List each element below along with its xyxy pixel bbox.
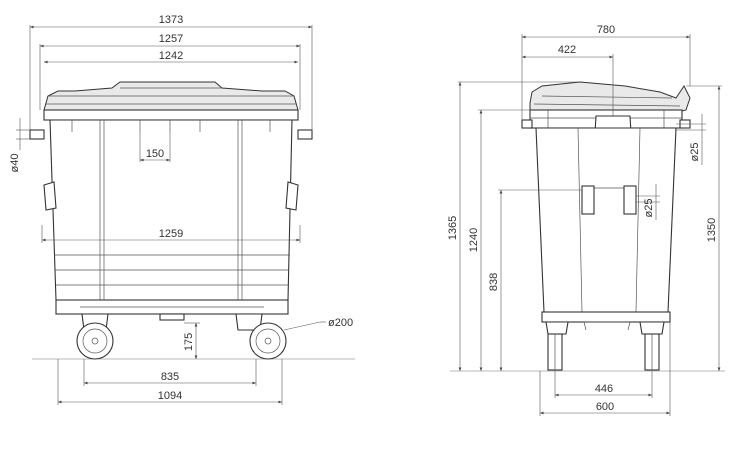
side-right-caster	[639, 321, 665, 371]
front-right-handle	[285, 181, 299, 211]
dim-side-446: 446	[595, 383, 613, 395]
front-left-handle	[43, 181, 57, 211]
dim-front-1242: 1242	[159, 50, 183, 62]
dim-side-1350: 1350	[706, 218, 718, 242]
dim-front-175: 175	[183, 333, 195, 351]
dim-front-1259: 1259	[159, 228, 183, 240]
dim-side-600: 600	[596, 401, 614, 413]
dim-side-dia-25-lower: ø25	[643, 199, 655, 218]
dim-front-dia-40: ø40	[9, 154, 21, 173]
front-drain	[159, 313, 185, 321]
front-rim	[43, 109, 299, 121]
front-right-pin	[297, 129, 313, 140]
dim-front-dia-200: ø200	[328, 317, 353, 329]
front-left-wheel	[76, 322, 114, 360]
dim-side-dia-25-upper: ø25	[689, 143, 701, 162]
front-view: 1373 1257 1242 150 1259 ø40 175 ø200	[9, 14, 355, 405]
dim-side-422: 422	[558, 44, 576, 56]
dim-front-1373: 1373	[159, 14, 183, 26]
dim-side-838: 838	[488, 273, 500, 291]
dim-front-150: 150	[146, 148, 164, 160]
dim-front-835: 835	[161, 371, 179, 383]
side-left-caster	[545, 321, 569, 371]
side-handle-left	[581, 185, 595, 215]
dim-side-1365: 1365	[447, 216, 459, 240]
side-left-pin	[521, 119, 533, 129]
front-left-pin	[29, 129, 45, 140]
front-body	[49, 119, 293, 301]
dim-side-780: 780	[597, 24, 615, 36]
dim-side-1240: 1240	[468, 228, 480, 252]
dim-front-1094: 1094	[158, 390, 182, 402]
front-right-wheel	[249, 322, 287, 360]
dim-front-1257: 1257	[159, 33, 183, 45]
side-base	[541, 311, 671, 323]
side-view: 780 422 1365 1240 838 1350 ø25 ø25	[447, 24, 725, 416]
side-body	[535, 127, 677, 313]
side-handle-right	[623, 185, 637, 215]
